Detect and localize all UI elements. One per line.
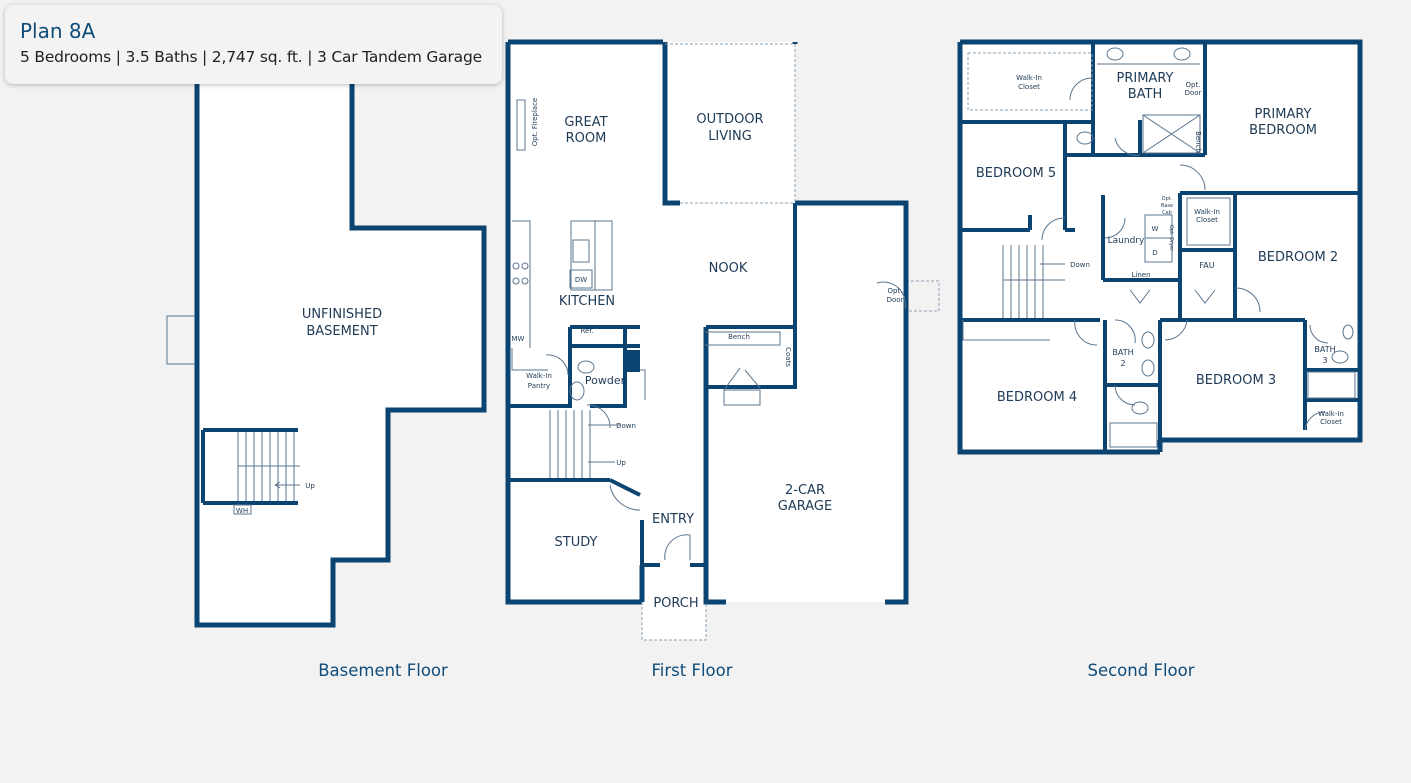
nook-label: NOOK [709, 261, 748, 276]
primary-bedroom-label: BEDROOM [1249, 123, 1317, 138]
unfinished-basement-label: UNFINISHED [302, 307, 382, 322]
linen-label: Linen [1131, 271, 1150, 279]
opt-base-cab-label: Opt. [1162, 196, 1173, 202]
first-floor-plan: GREAT ROOM OUTDOOR LIVING Opt. Fireplace… [505, 39, 940, 641]
bath-3-label: BATH [1314, 345, 1335, 354]
walk-in-closet-label: Closet [1196, 216, 1218, 224]
basement-floor-plan: Up WH UNFINISHED BASEMENT [166, 67, 487, 628]
powder-room-label: Powder [585, 374, 626, 387]
dryer-label: D [1152, 249, 1157, 257]
opt-door-label: Opt. [1186, 81, 1201, 89]
opt-door-stoop [905, 280, 940, 312]
outdoor-living-label: LIVING [708, 129, 752, 144]
bedroom-5-label: BEDROOM 5 [976, 166, 1056, 181]
opt-base-cab-label: Cab [1162, 210, 1172, 216]
basement-floor-label: Basement Floor [318, 661, 448, 680]
great-room-label: ROOM [566, 131, 607, 146]
primary-bedroom-label: PRIMARY [1255, 107, 1312, 122]
plan-title: Plan 8A [20, 19, 96, 43]
bench-label: Bench [1194, 131, 1202, 153]
walk-in-closet-label: Closet [1018, 83, 1040, 91]
second-floor-plan: Walk-In Closet PRIMARY BATH Opt. Door Be… [957, 39, 1363, 455]
opt-door-label: Door [1185, 89, 1202, 97]
walk-in-closet-primary-shelf [967, 52, 1093, 111]
bath-2-label: 2 [1120, 359, 1125, 368]
garage-label: GARAGE [778, 499, 832, 514]
opt-fireplace-label: Opt. Fireplace [531, 98, 539, 146]
primary-bath-label: BATH [1128, 87, 1163, 102]
primary-bath-label: PRIMARY [1117, 71, 1174, 86]
basement-window-well [166, 315, 198, 365]
walk-in-closet-label: Closet [1320, 418, 1342, 426]
first-floor-label: First Floor [651, 661, 733, 680]
bedroom-3-label: BEDROOM 3 [1196, 373, 1276, 388]
entry-label: ENTRY [652, 512, 694, 527]
bench-label: Bench [728, 333, 750, 341]
basement-outline [194, 67, 487, 628]
walk-in-closet-label: Walk-In [1016, 74, 1042, 82]
outdoor-living-label: OUTDOOR [696, 112, 763, 127]
laundry-label: Laundry [1108, 236, 1145, 246]
walk-in-closet-label: Walk-In [1318, 410, 1344, 418]
bath-2-label: BATH [1112, 348, 1133, 357]
refrigerator-label: Ref. [580, 327, 593, 335]
pantry-label: Walk-In [526, 372, 552, 380]
garage-label: 2-CAR [785, 483, 825, 498]
fau-label: FAU [1199, 261, 1214, 270]
dishwasher-label: DW [575, 276, 587, 284]
opt-base-cab-label: Base [1161, 203, 1173, 209]
down-label: Down [1070, 261, 1090, 269]
walk-in-closet-label: Walk-In [1194, 208, 1220, 216]
plan-details: 5 Bedrooms | 3.5 Baths | 2,747 sq. ft. |… [20, 48, 482, 66]
coats-label: Coats [784, 347, 792, 367]
kitchen-label: KITCHEN [559, 294, 615, 309]
microwave-label: MW [512, 335, 525, 343]
pantry-label: Pantry [528, 382, 550, 390]
plan-info-card: Plan 8A 5 Bedrooms | 3.5 Baths | 2,747 s… [5, 5, 502, 84]
opt-door-label: Door [887, 296, 904, 304]
up-label: Up [305, 482, 315, 490]
unfinished-basement-label: BASEMENT [306, 324, 377, 339]
basement-stairs: Up WH [201, 428, 315, 515]
down-label: Down [616, 422, 636, 430]
bedroom-2-label: BEDROOM 2 [1258, 250, 1338, 265]
opt-dryer-label: Opt. Dryer [1168, 225, 1174, 252]
bedroom-4-label: BEDROOM 4 [997, 390, 1077, 405]
porch-label: PORCH [653, 596, 698, 611]
water-heater-label: WH [236, 507, 248, 515]
second-floor-label: Second Floor [1087, 661, 1195, 680]
washer-label: W [1152, 225, 1159, 233]
study-label: STUDY [555, 535, 598, 550]
opt-door-label: Opt. [888, 287, 903, 295]
great-room-label: GREAT [564, 115, 607, 130]
up-label: Up [616, 459, 626, 467]
bath-3-label: 3 [1322, 356, 1327, 365]
